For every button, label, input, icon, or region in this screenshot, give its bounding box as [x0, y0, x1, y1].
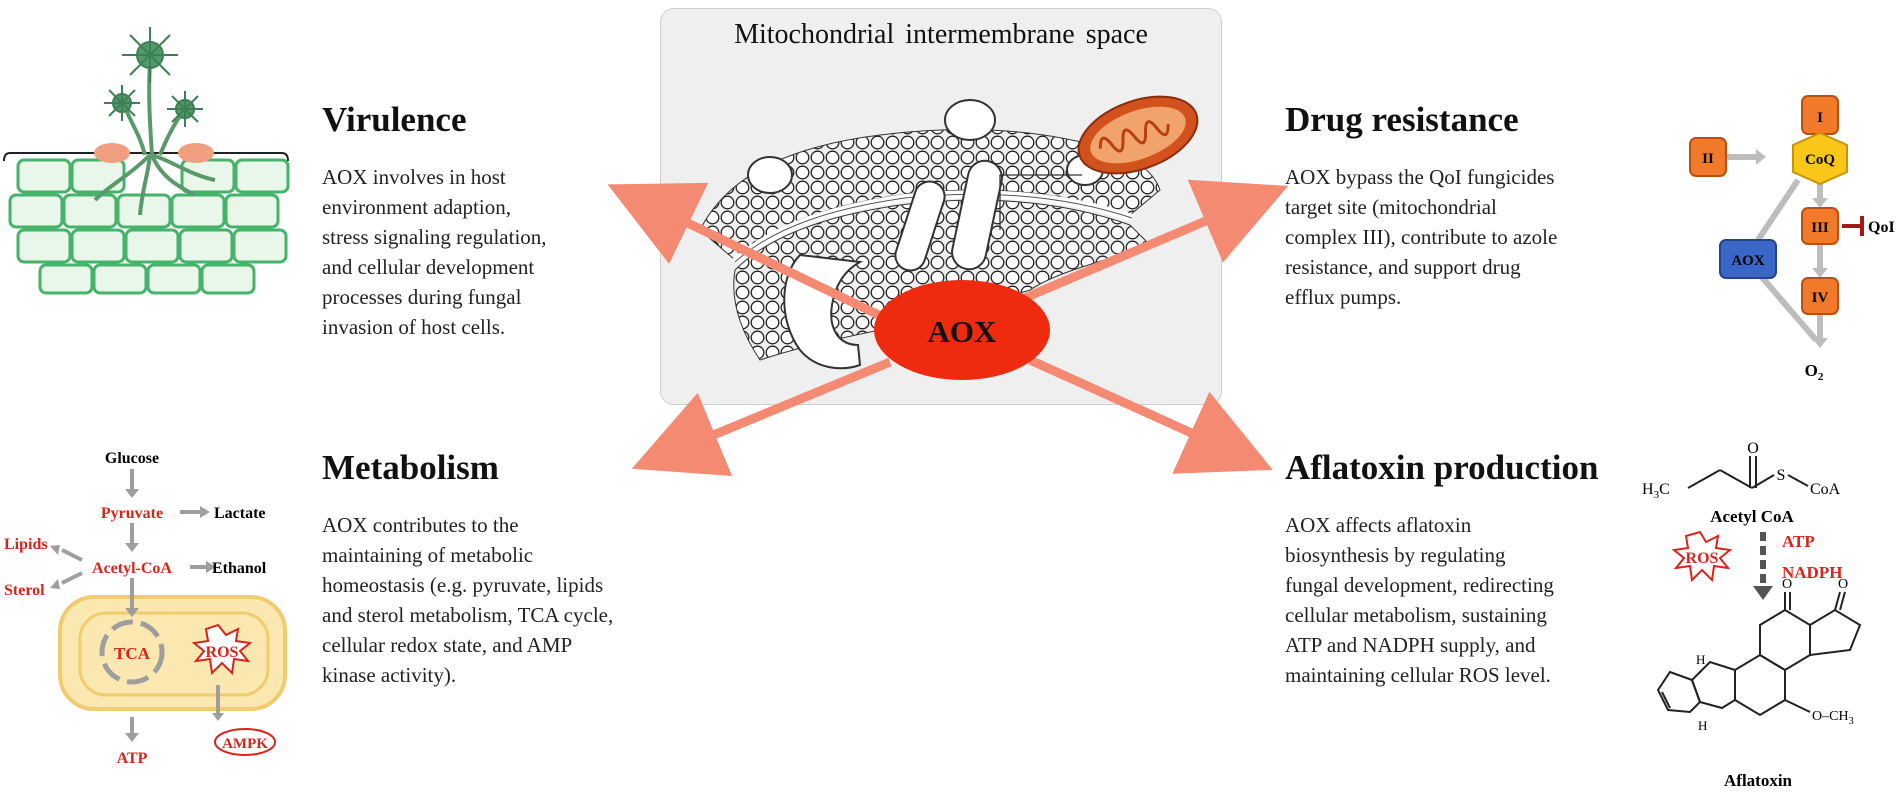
mitochondrion-leader [999, 174, 1082, 230]
complex-iii-box [1801, 207, 1839, 245]
lipids-label: Lipids [4, 536, 48, 553]
tca-label: TCA [114, 644, 151, 663]
aox-label: AOX [928, 314, 998, 349]
membrane-protein [944, 99, 996, 141]
ketone-o2-label: O [1838, 577, 1848, 592]
arrow-to-drug-resistance [1018, 179, 1289, 305]
sterol-label: Sterol [4, 582, 45, 599]
ampk-label: AMPK [222, 736, 268, 752]
ros-burst-icon [191, 623, 253, 676]
membrane-protein [951, 159, 1003, 271]
aflatoxin-text: AOX affects aflatoxin biosynthesis by re… [1285, 513, 1554, 687]
aox-ellipse [874, 280, 1050, 380]
host-cells [8, 158, 290, 295]
ros-label: ROS [206, 644, 239, 661]
methoxy-label: O–CH3 [1812, 709, 1854, 727]
atp-label: ATP [117, 750, 148, 767]
sulfur-label: S [1777, 467, 1786, 484]
complex-i-label: I [1817, 110, 1823, 126]
ethanol-label: Ethanol [212, 560, 267, 577]
hydrogen-label: H [1696, 652, 1705, 667]
coq-node [1792, 131, 1848, 186]
metabolism-pathway-diagram: TCA ROS Glucose Pyruvate Lactate Lipids … [4, 450, 287, 767]
o2-label: O2 [1805, 361, 1824, 383]
aflatoxin-heading: Aflatoxin production [1285, 448, 1599, 487]
virulence-heading: Virulence [322, 100, 467, 139]
acetyl-coa-label: Acetyl-CoA [92, 560, 172, 577]
pyruvate-label: Pyruvate [101, 505, 163, 522]
ros-burst-icon [1671, 530, 1733, 583]
drug-resistance-heading: Drug resistance [1285, 100, 1519, 139]
electron-transport-diagram: I II CoQ III QoI IV AOX O2 [1689, 95, 1895, 383]
coa-label: CoA [1810, 481, 1841, 498]
aflatoxin-biosynthesis-diagram: H3C O S CoA Acetyl CoA ROS ATP NADPH O O… [1642, 440, 1862, 790]
complex-ii-box [1689, 137, 1727, 177]
aflatoxin-caption: Aflatoxin [1724, 771, 1793, 790]
lactate-label: Lactate [214, 505, 266, 522]
coq-label: CoQ [1805, 152, 1835, 168]
complex-iv-box [1801, 277, 1839, 315]
qoi-label: QoI [1868, 219, 1895, 236]
conidial-head-icon [104, 27, 203, 127]
membrane-lower-leaflet [733, 199, 1151, 361]
aflatoxin-structure [1656, 591, 1862, 717]
glucose-label: Glucose [105, 450, 159, 467]
atp-label: ATP [1782, 532, 1815, 551]
ampk-ellipse [214, 728, 276, 756]
fungal-invasion-illustration [3, 27, 290, 295]
nadph-label: NADPH [1782, 563, 1842, 582]
arrow-to-metabolism [631, 357, 892, 476]
hydrogen-label-2: H [1698, 718, 1707, 733]
h3c-label: H3C [1642, 481, 1670, 501]
membrane-protein [747, 156, 793, 194]
metabolism-text: AOX contributes to the maintaining of me… [322, 513, 614, 687]
metabolism-heading: Metabolism [322, 448, 499, 487]
center-title: Mitochondrial intermembrane space [734, 19, 1148, 50]
aox-box-label: AOX [1731, 253, 1765, 269]
aox-box [1719, 239, 1777, 279]
ketone-o-label: O [1782, 577, 1792, 592]
complex-iv-label: IV [1812, 290, 1829, 306]
arrow-to-virulence [607, 182, 887, 323]
arrow-to-aflatoxin [1028, 355, 1273, 474]
complex-ii-label: II [1702, 151, 1714, 167]
acetyl-coa-caption: Acetyl CoA [1710, 507, 1794, 526]
drug-resistance-text: AOX bypass the QoI fungicides target sit… [1285, 165, 1558, 309]
membrane-protein [894, 180, 946, 272]
complex-iii-label: III [1811, 220, 1829, 236]
tca-cycle-icon [99, 619, 165, 685]
ros-label: ROS [1686, 550, 1719, 567]
mitochondrion-icon [1077, 95, 1199, 175]
carbonyl-o-label: O [1747, 440, 1759, 457]
virulence-text: AOX involves in host environment adaptio… [322, 165, 547, 339]
